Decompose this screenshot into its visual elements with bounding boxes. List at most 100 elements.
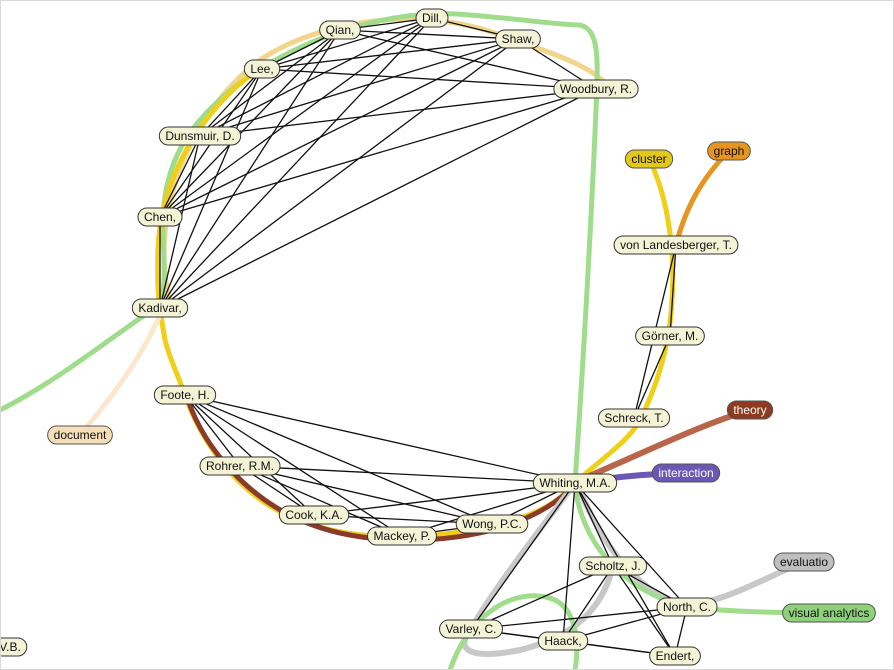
edge-dunsmuir-qian [199, 29, 341, 137]
author-node-rohrer[interactable]: Rohrer, R.M. [199, 456, 281, 476]
author-node-whiting[interactable]: Whiting, M.A. [532, 473, 618, 493]
node-label: Chen, [144, 210, 176, 224]
node-label: Foote, H. [160, 388, 209, 402]
node-pill [131, 298, 189, 318]
author-node-haack[interactable]: Haack, [537, 631, 589, 651]
keyword-node-evaluation[interactable]: evaluatio [773, 552, 835, 572]
node-label: Woodbury, R. [560, 82, 632, 96]
author-node-qian[interactable]: Qian, [319, 20, 361, 40]
node-label: visual analytics [789, 606, 870, 620]
author-node-mackey[interactable]: Mackey, P. [367, 526, 437, 546]
author-node-foote[interactable]: Foote, H. [153, 385, 217, 405]
node-pill [707, 141, 751, 161]
author-node-endert[interactable]: Endert, [649, 646, 701, 666]
keyword-node-visual_analytics[interactable]: visual analytics [782, 603, 876, 623]
keyword-node-document[interactable]: document [47, 425, 113, 445]
edge-dunsmuir-shaw [199, 38, 519, 137]
node-pill [153, 385, 217, 405]
edge-lee-dill [261, 17, 433, 70]
edge-scholtz-haack [562, 565, 614, 642]
coauthor-edges [159, 17, 688, 657]
node-pill [47, 425, 113, 445]
node-pill [0, 637, 28, 657]
author-node-schreck[interactable]: Schreck, T. [597, 408, 671, 428]
node-label: Rohrer, R.M. [206, 459, 274, 473]
node-pill [199, 456, 281, 476]
edge-kadivar-shaw [159, 38, 519, 309]
edge-kadivar-dill [159, 17, 433, 309]
edge-whiting-scholtz [574, 482, 614, 567]
node-label: Qian, [326, 23, 355, 37]
node-pill [439, 619, 503, 639]
topic-paths [0, 11, 832, 670]
edge-scholtz-varley [470, 565, 614, 630]
node-pill [278, 505, 350, 525]
node-pill [137, 207, 183, 227]
author-node-gorner[interactable]: Görner, M. [635, 326, 705, 346]
edge-chen-shaw [159, 38, 519, 218]
node-pill [578, 556, 648, 576]
node-pill [656, 597, 718, 617]
gray-lower-path [461, 480, 616, 657]
edge-rohrer-mackey [239, 465, 403, 537]
author-node-chen[interactable]: Chen, [137, 207, 183, 227]
node-pill [532, 473, 618, 493]
node-label: Scholtz, J. [585, 559, 640, 573]
author-node-cook[interactable]: Cook, K.A. [278, 505, 350, 525]
node-pill [537, 631, 589, 651]
author-node-woodbury[interactable]: Woodbury, R. [553, 79, 639, 99]
keyword-node-interaction[interactable]: interaction [651, 463, 721, 483]
author-node-shaw[interactable]: Shaw, [495, 29, 541, 49]
edge-qian-shaw [339, 29, 519, 40]
node-pill [455, 514, 529, 534]
node-pill [635, 326, 705, 346]
edge-foote-cook [184, 394, 315, 516]
node-pill [726, 400, 774, 420]
author-node-scholtz[interactable]: Scholtz, J. [578, 556, 648, 576]
author-node-lee[interactable]: Lee, [243, 59, 281, 79]
author-node-vb[interactable]: V.B. [0, 637, 28, 657]
edge-chen-dill [159, 17, 433, 218]
node-pill [495, 29, 541, 49]
node-pill [651, 463, 721, 483]
node-label: Schreck, T. [604, 411, 663, 425]
keyword-node-graph[interactable]: graph [707, 141, 751, 161]
node-label: Dunsmuir, D. [165, 129, 234, 143]
edge-whiting-haack [562, 482, 576, 642]
edge-north-varley [470, 606, 688, 630]
node-label: Dill, [422, 11, 442, 25]
document-path [79, 312, 163, 435]
author-node-varley[interactable]: Varley, C. [439, 619, 503, 639]
author-node-wong[interactable]: Wong, P.C. [455, 514, 529, 534]
node-pill [613, 235, 739, 255]
edge-foote-rohrer [184, 394, 241, 467]
edge-dunsmuir-lee [199, 68, 263, 137]
author-node-dill[interactable]: Dill, [415, 8, 449, 28]
edge-kadivar-qian [159, 29, 341, 309]
author-node-dunsmuir[interactable]: Dunsmuir, D. [158, 126, 242, 146]
author-node-vonlandesberger[interactable]: von Landesberger, T. [613, 235, 739, 255]
orange-graph-path [673, 148, 732, 248]
edge-dunsmuir-dill [199, 17, 433, 137]
node-pill [319, 20, 361, 40]
author-node-kadivar[interactable]: Kadivar, [131, 298, 189, 318]
keyword-node-cluster[interactable]: cluster [624, 149, 674, 169]
edge-foote-mackey [184, 394, 403, 537]
node-label: evaluatio [780, 555, 828, 569]
node-pill [367, 526, 437, 546]
edge-vonlandesberger-gorner [669, 244, 677, 337]
author-node-north[interactable]: North, C. [656, 597, 718, 617]
tan-arc-path [161, 16, 613, 303]
edge-lee-shaw [261, 38, 519, 70]
edge-lee-woodbury [261, 68, 597, 90]
node-label: Varley, C. [446, 622, 497, 636]
edge-kadivar-woodbury [159, 88, 597, 309]
keyword-node-theory[interactable]: theory [726, 400, 774, 420]
node-label: document [54, 428, 107, 442]
edge-whiting-north [574, 482, 688, 608]
edge-whiting-varley [470, 482, 576, 630]
nodes: Qian, Dill, Shaw, Lee, Woodbury, R. Dunsmuir,… [0, 8, 876, 666]
node-pill [553, 79, 639, 99]
